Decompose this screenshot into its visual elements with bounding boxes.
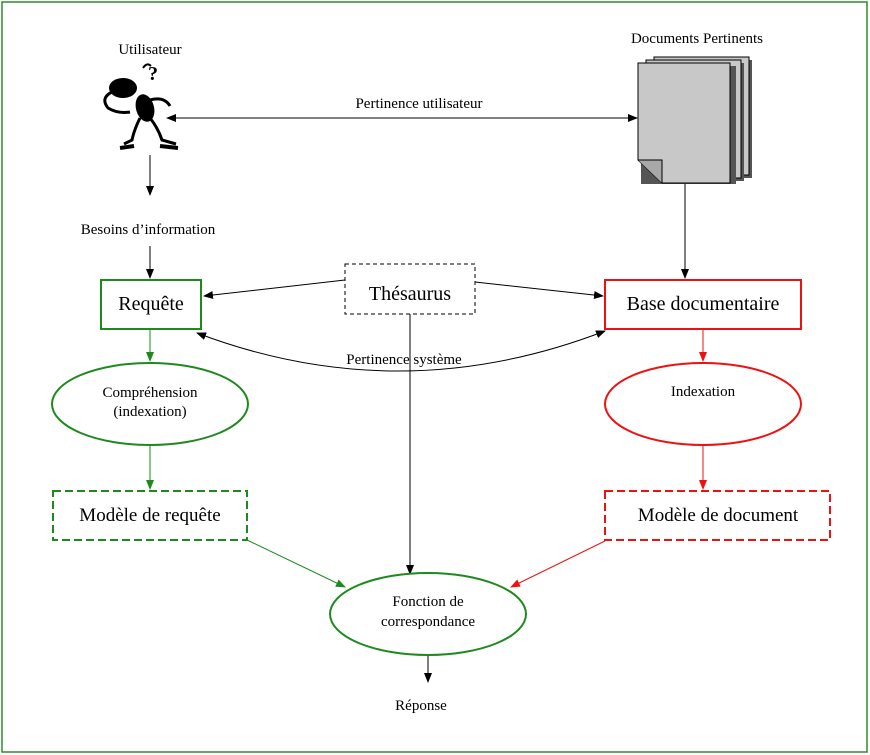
comprehension-ellipse	[51, 362, 249, 446]
thinking-person-icon: ?	[103, 63, 179, 150]
indexation-ellipse	[604, 362, 802, 446]
modele-document-box	[604, 490, 831, 541]
comprehension-label-line2: (indexation)	[113, 404, 186, 420]
modele-requete-label: Modèle de requête	[79, 505, 220, 526]
utilisateur-label: Utilisateur	[118, 42, 181, 58]
requete-label: Requête	[118, 293, 184, 315]
fonction-label-line1: Fonction de	[392, 594, 464, 610]
comprehension-label-line1: Compréhension	[103, 385, 198, 401]
svg-text:?: ?	[148, 63, 158, 85]
modele-requete-box	[52, 490, 248, 541]
pertinence-utilisateur-label: Pertinence utilisateur	[355, 96, 482, 112]
thesaurus-to-requete-arrow	[203, 279, 346, 299]
modele-document-to-fonction-arrow	[510, 540, 606, 588]
base-documentaire-label: Base documentaire	[627, 293, 780, 315]
reponse-label: Réponse	[395, 698, 447, 714]
thesaurus-label: Thésaurus	[369, 283, 451, 305]
documents-pertinents-label: Documents Pertinents	[631, 31, 763, 47]
requete-box	[100, 279, 202, 330]
modele-document-label: Modèle de document	[638, 505, 799, 526]
document-stack-icon	[637, 56, 752, 184]
pertinence-systeme-label: Pertinence système	[346, 352, 462, 368]
indexation-label: Indexation	[671, 384, 736, 400]
pertinence-systeme-arrow	[196, 330, 606, 372]
besoins-information-label: Besoins d’information	[81, 222, 216, 238]
thesaurus-box	[344, 263, 476, 315]
fonction-correspondance-ellipse	[329, 572, 527, 656]
base-documentaire-box	[604, 279, 802, 330]
fonction-label-line2: correspondance	[381, 614, 475, 630]
thesaurus-to-base-arrow	[474, 281, 604, 299]
modele-requete-to-fonction-arrow	[246, 539, 346, 588]
